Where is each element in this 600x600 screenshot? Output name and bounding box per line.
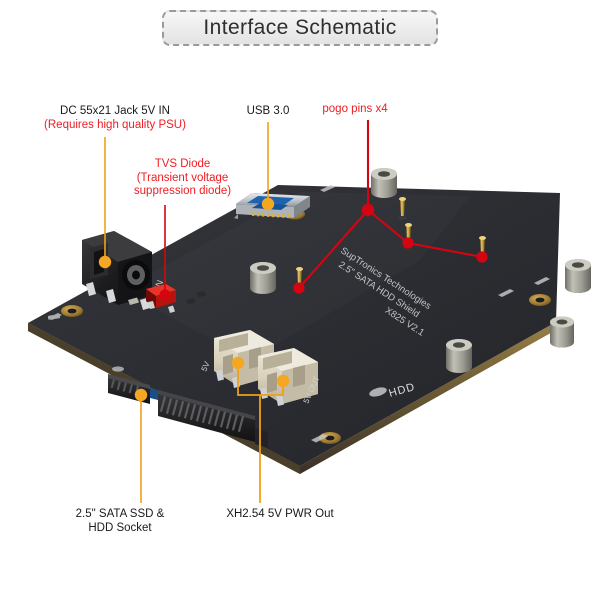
marker-tvs-diode: [159, 289, 171, 301]
marker-dc-jack: [98, 255, 112, 269]
pogo-pins-callout: pogo pins x4: [275, 103, 435, 117]
marker-pogo-1: [293, 282, 305, 294]
page-title: Interface Schematic: [203, 16, 397, 39]
dc-barrel-jack: IN: [82, 231, 165, 310]
standoff-mid-left: [250, 262, 276, 294]
sata-label-line1: 2.5" SATA SSD &: [75, 508, 165, 520]
marker-pogo-3: [476, 251, 488, 263]
sata-socket-callout: 2.5" SATA SSD & HDD Socket: [30, 508, 210, 535]
marker-pogo-hub: [361, 203, 375, 217]
tvs-diode-callout: TVS Diode (Transient voltage suppression…: [115, 158, 250, 199]
tvs-label-line3: suppression diode): [133, 185, 232, 197]
dc-jack-label-line2: (Requires high quality PSU): [44, 118, 186, 131]
figure-title-box: Interface Schematic: [162, 10, 438, 46]
usb-label: USB 3.0: [246, 105, 290, 117]
marker-xh-right: [276, 374, 290, 388]
standoff-mid-right: [446, 339, 472, 373]
leader-pogo-pins: [298, 120, 483, 289]
marker-sata: [134, 388, 148, 402]
sata-label-line2: HDD Socket: [88, 521, 152, 534]
pwr-5v-left-silk: 5V: [200, 360, 212, 373]
pcb-top-surface: [28, 185, 560, 466]
leader-lines: [98, 120, 488, 503]
pogo-pin-2: [398, 197, 407, 220]
tvs-label-line2: (Transient voltage: [136, 171, 229, 184]
standoff-bottom-right: [550, 316, 574, 348]
marker-usb: [261, 197, 275, 211]
xh-power-callout: XH2.54 5V PWR Out: [190, 508, 370, 522]
usb-callout: USB 3.0: [208, 105, 328, 119]
tvs-label-line1: TVS Diode: [154, 158, 211, 170]
xh254-connector-right: 5V OUT: [258, 348, 322, 406]
pogo-pins-label: pogo pins x4: [322, 103, 388, 115]
standoff-far-right: [565, 259, 591, 293]
marker-pogo-2: [402, 237, 414, 249]
xh-power-label: XH2.54 5V PWR Out: [226, 508, 334, 520]
dc-jack-callout: DC 55x21 Jack 5V IN (Requires high quali…: [20, 105, 210, 132]
dc-jack-label-line1: DC 55x21 Jack 5V IN: [60, 105, 170, 117]
marker-xh-left: [231, 356, 245, 370]
standoff-top-center: [371, 168, 397, 198]
